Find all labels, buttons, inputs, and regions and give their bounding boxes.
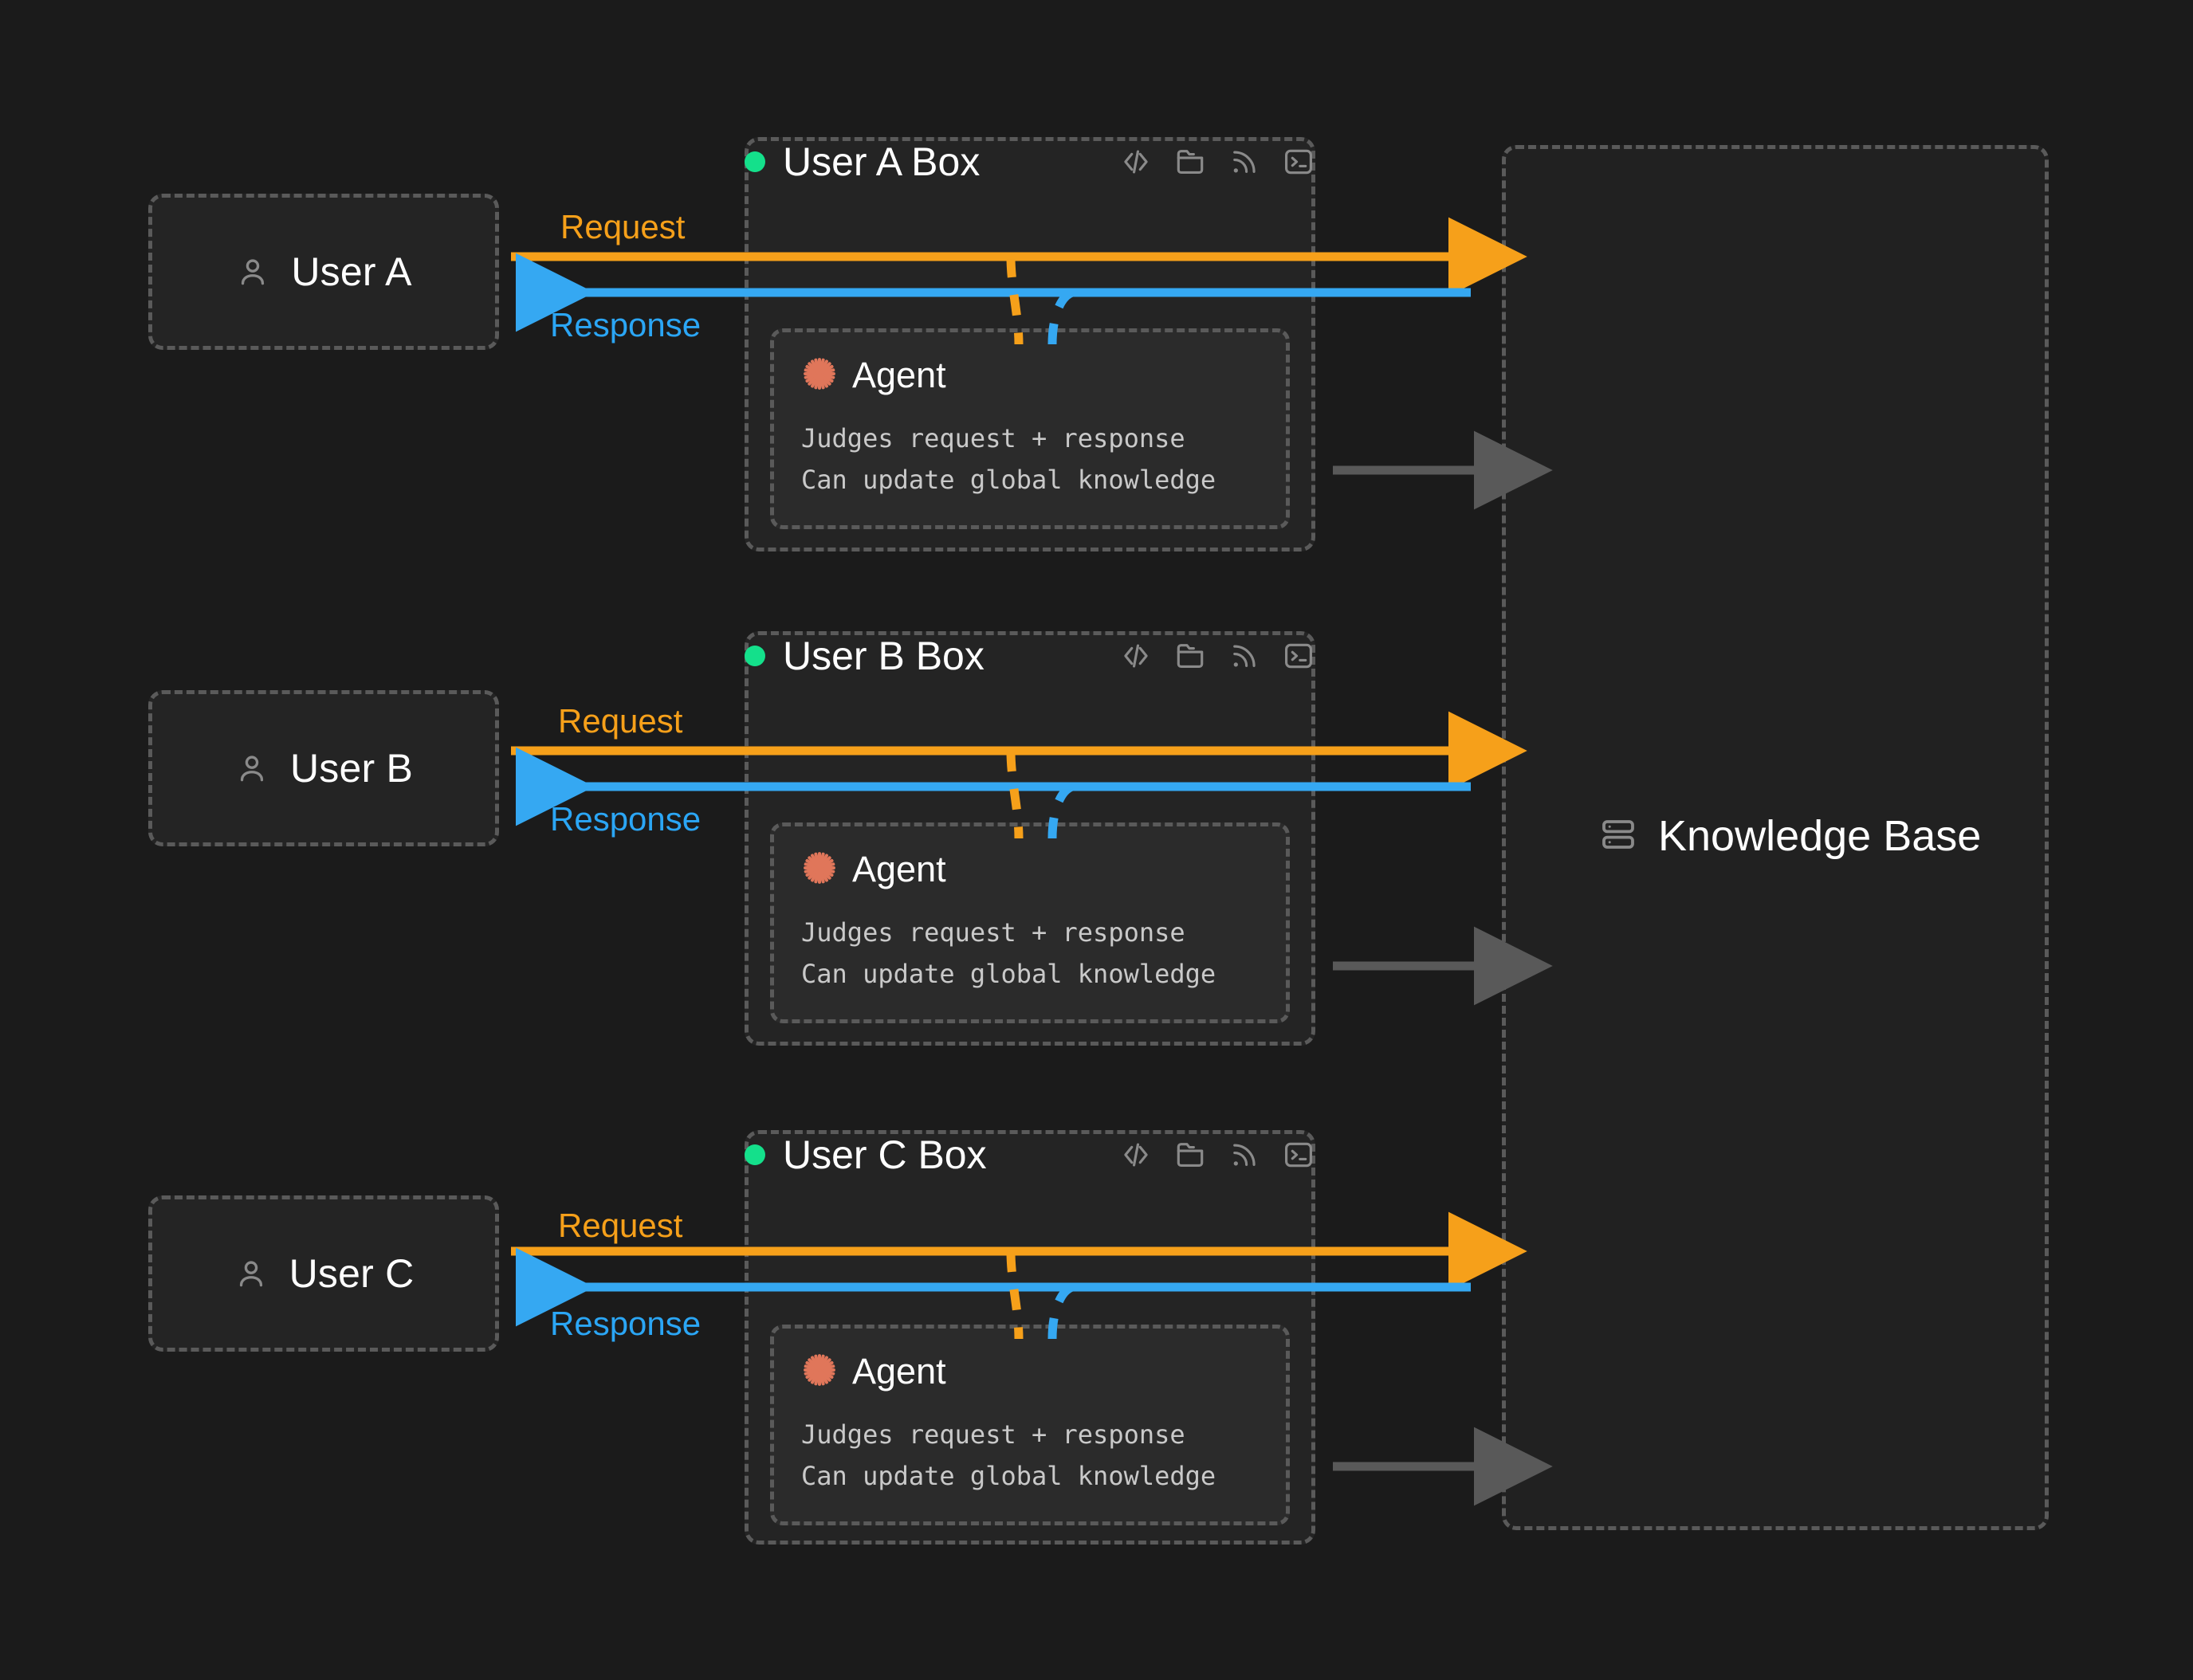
user-a-box-icon-row [1119, 145, 1315, 179]
user-label-a: User A [291, 249, 412, 294]
user-icon [234, 1256, 269, 1291]
user-b-box-header: User B Box [745, 631, 1315, 681]
user-a-box-header: User A Box [745, 137, 1315, 186]
request-label-c: Request [558, 1207, 683, 1244]
terminal-icon[interactable] [1282, 145, 1315, 179]
agent-line-2-b: Can update global knowledge [801, 958, 1216, 989]
agent-box-a[interactable]: Agent Judges request + response Can upda… [770, 328, 1290, 529]
user-box-c[interactable]: User C [148, 1195, 499, 1352]
status-dot-green-c [745, 1144, 765, 1165]
response-label-a: Response [550, 306, 702, 343]
code-icon[interactable] [1119, 639, 1153, 673]
user-box-a[interactable]: User A [148, 194, 499, 350]
user-a-box-title: User A Box [783, 139, 981, 184]
agent-line-2-a: Can update global knowledge [801, 464, 1216, 495]
agent-title-a: Agent [852, 355, 946, 395]
knowledge-base-container[interactable] [1502, 145, 2049, 1530]
agent-line-1-a: Judges request + response [801, 423, 1185, 453]
status-dot-green-a [745, 151, 765, 172]
agent-description-a: Judges request + response Can update glo… [801, 418, 1216, 501]
rss-icon[interactable] [1228, 639, 1261, 673]
user-c-box-header: User C Box [745, 1130, 1315, 1180]
user-c-box-title: User C Box [783, 1132, 987, 1177]
knowledge-base-content: Knowledge Base [1599, 811, 1981, 861]
response-label-b: Response [550, 800, 702, 838]
folder-icon[interactable] [1173, 1138, 1207, 1172]
agent-box-b[interactable]: Agent Judges request + response Can upda… [770, 822, 1290, 1023]
agent-title-c: Agent [852, 1351, 946, 1391]
response-label-c: Response [550, 1305, 702, 1342]
rss-icon[interactable] [1228, 1138, 1261, 1172]
user-icon [235, 254, 270, 289]
request-label-a: Request [560, 208, 686, 245]
starburst-icon [801, 355, 838, 396]
knowledge-base-label: Knowledge Base [1658, 812, 1982, 860]
rss-icon[interactable] [1228, 145, 1261, 179]
terminal-icon[interactable] [1282, 1138, 1315, 1172]
agent-header-a: Agent [801, 355, 946, 396]
user-icon [234, 751, 269, 786]
folder-icon[interactable] [1173, 639, 1207, 673]
code-icon[interactable] [1119, 145, 1153, 179]
status-dot-green-b [745, 646, 765, 666]
agent-header-b: Agent [801, 849, 946, 890]
user-box-b[interactable]: User B [148, 690, 499, 846]
code-icon[interactable] [1119, 1138, 1153, 1172]
user-c-box-icon-row [1119, 1138, 1315, 1172]
user-b-box-title: User B Box [783, 634, 984, 678]
terminal-icon[interactable] [1282, 639, 1315, 673]
database-icon [1599, 815, 1637, 858]
request-label-b: Request [558, 702, 683, 740]
agent-description-c: Judges request + response Can update glo… [801, 1415, 1216, 1497]
user-label-c: User C [289, 1251, 415, 1296]
starburst-icon [801, 1352, 838, 1392]
agent-description-b: Judges request + response Can update glo… [801, 913, 1216, 995]
user-b-box-icon-row [1119, 639, 1315, 673]
folder-icon[interactable] [1173, 145, 1207, 179]
agent-line-1-b: Judges request + response [801, 917, 1185, 948]
agent-header-c: Agent [801, 1351, 946, 1392]
agent-box-c[interactable]: Agent Judges request + response Can upda… [770, 1325, 1290, 1525]
agent-line-2-c: Can update global knowledge [801, 1460, 1216, 1491]
agent-line-1-c: Judges request + response [801, 1419, 1185, 1450]
agent-title-b: Agent [852, 849, 946, 889]
starburst-icon [801, 850, 838, 890]
user-label-b: User B [289, 746, 413, 791]
